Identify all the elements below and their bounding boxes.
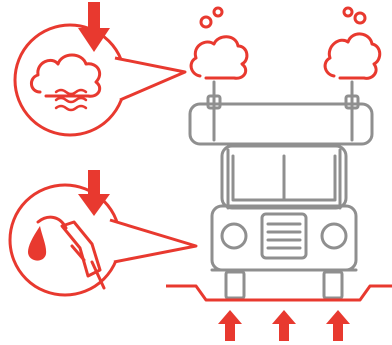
fuel-drop-icon bbox=[28, 226, 46, 261]
cloud-icon bbox=[31, 55, 99, 96]
left-wheel bbox=[226, 272, 244, 298]
smoke-bubble bbox=[355, 13, 365, 23]
truck-icon bbox=[190, 82, 372, 298]
grille-slats bbox=[268, 224, 300, 248]
road-line bbox=[166, 286, 392, 300]
up-arrow-icon bbox=[326, 310, 350, 341]
fuel-callout-pointer bbox=[110, 220, 196, 262]
smoke-bubble bbox=[344, 8, 352, 16]
trailer-top bbox=[190, 104, 372, 144]
down-arrow-icon bbox=[78, 170, 110, 216]
truck-front bbox=[212, 206, 356, 270]
smoke-bubble bbox=[214, 8, 222, 16]
up-arrows bbox=[218, 310, 350, 341]
smoke-puff-icon bbox=[191, 37, 247, 79]
left-smoke bbox=[191, 8, 247, 78]
up-arrow-icon bbox=[272, 310, 296, 341]
up-arrow-icon bbox=[218, 310, 242, 341]
fuel-nozzle-icon bbox=[38, 217, 104, 288]
emissions-callout-pointer bbox=[115, 58, 185, 100]
grille bbox=[262, 214, 306, 258]
right-smoke bbox=[325, 8, 380, 78]
smoke-bubble bbox=[201, 17, 211, 27]
haze-lines-icon bbox=[56, 90, 86, 110]
left-headlight bbox=[222, 224, 246, 248]
fuel-callout bbox=[10, 170, 196, 295]
right-wheel bbox=[324, 272, 342, 298]
right-headlight bbox=[322, 224, 346, 248]
emissions-callout bbox=[15, 2, 185, 135]
smoke-puff-icon bbox=[325, 34, 380, 78]
